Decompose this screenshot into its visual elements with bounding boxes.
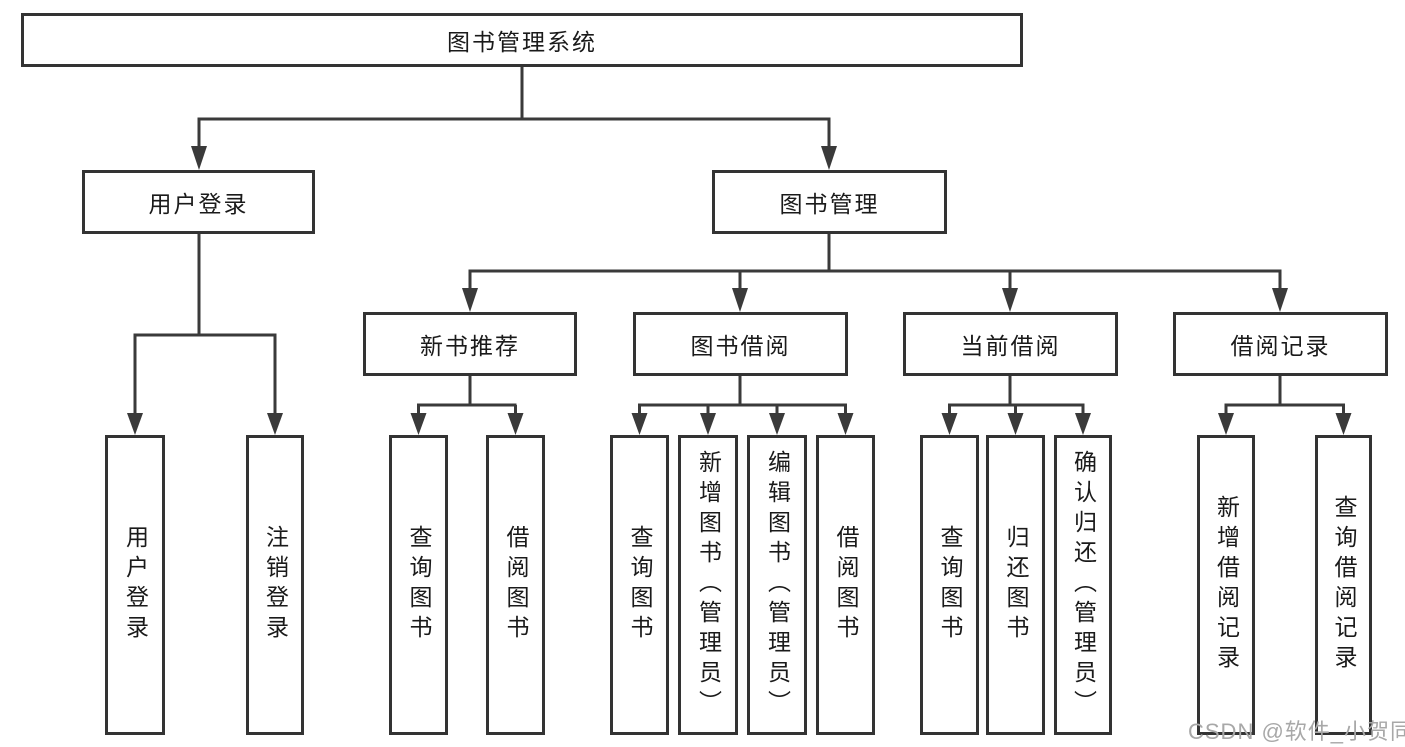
- leaf-logout: 注销登录: [246, 435, 304, 735]
- leaf-current-return-books: 归还图书: [986, 435, 1045, 735]
- leaf-current-confirm-return-admin: 确认归还（管理员）: [1054, 435, 1112, 735]
- watermark: CSDN @软件_小贺同学: [1188, 719, 1405, 744]
- leaf-borrow-edit-books-admin: 编辑图书（管理员）: [747, 435, 807, 735]
- leaf-records-add-record: 新增借阅记录: [1197, 435, 1255, 735]
- node-user-login: 用户登录: [82, 170, 315, 234]
- leaf-borrow-add-books-admin: 新增图书（管理员）: [678, 435, 738, 735]
- leaf-records-query-record: 查询借阅记录: [1315, 435, 1372, 735]
- node-new-book-recommend: 新书推荐: [363, 312, 577, 376]
- leaf-current-query-books: 查询图书: [920, 435, 979, 735]
- node-book-borrow: 图书借阅: [633, 312, 848, 376]
- node-root: 图书管理系统: [21, 13, 1023, 67]
- node-book-management: 图书管理: [712, 170, 947, 234]
- leaf-borrow-query-books: 查询图书: [610, 435, 669, 735]
- node-borrow-records: 借阅记录: [1173, 312, 1388, 376]
- leaf-user-login: 用户登录: [105, 435, 165, 735]
- leaf-borrow-borrow-books: 借阅图书: [816, 435, 875, 735]
- leaf-recommend-borrow-books: 借阅图书: [486, 435, 545, 735]
- leaf-recommend-query-books: 查询图书: [389, 435, 448, 735]
- node-current-borrow: 当前借阅: [903, 312, 1118, 376]
